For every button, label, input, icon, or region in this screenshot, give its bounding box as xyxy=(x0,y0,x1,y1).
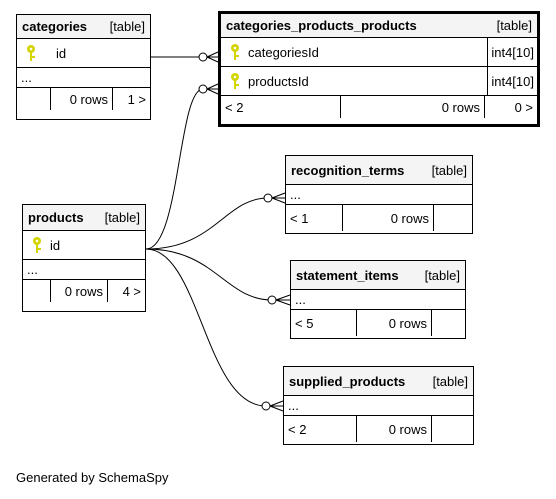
table-footer: < 5 0 rows xyxy=(291,310,465,336)
children-link[interactable]: 0 > xyxy=(514,99,533,115)
table-name[interactable]: products xyxy=(28,210,84,225)
table-footer: < 2 0 rows 0 > xyxy=(221,96,537,118)
row-count: 0 rows xyxy=(341,96,485,118)
edge-optional-marker xyxy=(263,193,273,203)
table-footer: < 1 0 rows xyxy=(286,205,472,231)
edge-crowfoot xyxy=(206,83,219,95)
more-columns: ... xyxy=(17,68,150,88)
table-kind: [table] xyxy=(104,210,140,225)
edge-optional-marker xyxy=(198,84,208,94)
children-link[interactable] xyxy=(432,310,465,336)
children-link[interactable]: 4 > xyxy=(122,283,141,299)
children-link[interactable] xyxy=(434,205,472,231)
more-columns: ... xyxy=(284,396,473,416)
table-kind: [table] xyxy=(109,19,145,34)
parents-link[interactable] xyxy=(17,88,51,110)
parents-link[interactable]: < 1 xyxy=(286,205,343,231)
parents-link[interactable] xyxy=(23,280,51,302)
edge-crowfoot xyxy=(275,294,291,306)
table-header: supplied_products [table] xyxy=(284,367,473,396)
table-name[interactable]: statement_items xyxy=(296,267,399,283)
more-columns: ... xyxy=(291,290,465,310)
key-icon xyxy=(28,235,46,255)
column-row[interactable]: id xyxy=(23,231,145,260)
key-icon xyxy=(22,43,40,63)
edge-products-to-recognition-terms xyxy=(145,197,269,250)
parents-link[interactable]: < 5 xyxy=(291,310,357,336)
table-header: recognition_terms [table] xyxy=(286,156,472,185)
more-columns: ... xyxy=(286,185,472,205)
table-kind: [table] xyxy=(424,267,460,283)
table-footer: < 2 0 rows xyxy=(284,416,473,442)
table-recognition-terms[interactable]: recognition_terms [table] ... < 1 0 rows xyxy=(285,155,473,234)
children-link[interactable]: 1 > xyxy=(127,91,146,107)
column-name: id xyxy=(50,237,61,253)
edge-optional-marker xyxy=(198,52,208,62)
edge-crowfoot xyxy=(269,400,284,412)
row-count: 0 rows xyxy=(357,416,432,442)
column-type: int4[10] xyxy=(487,67,537,95)
edge-optional-marker xyxy=(261,401,271,411)
key-icon xyxy=(226,71,244,91)
children-link[interactable] xyxy=(432,416,473,442)
column-name: id xyxy=(56,45,67,61)
table-name[interactable]: recognition_terms xyxy=(291,162,405,178)
more-columns: ... xyxy=(23,260,145,280)
column-name: productsId xyxy=(248,73,309,89)
table-footer: 0 rows 4 > xyxy=(23,280,145,302)
column-type: int4[10] xyxy=(487,38,537,66)
table-categories-products-products[interactable]: categories_products_products [table] cat… xyxy=(218,11,540,127)
table-footer: 0 rows 1 > xyxy=(17,88,150,110)
table-header: categories [table] xyxy=(17,15,150,39)
column-row[interactable]: productsId int4[10] xyxy=(221,67,537,96)
table-categories[interactable]: categories [table] id ... 0 rows 1 > xyxy=(16,14,151,120)
column-row[interactable]: categoriesId int4[10] xyxy=(221,38,537,67)
edge-crowfoot xyxy=(206,51,219,63)
table-name[interactable]: supplied_products xyxy=(289,373,406,389)
edge-products-to-statement-items xyxy=(145,248,273,301)
parents-link[interactable]: < 2 xyxy=(221,96,341,118)
table-header: products [table] xyxy=(23,205,145,231)
table-supplied-products[interactable]: supplied_products [table] ... < 2 0 rows xyxy=(283,366,474,445)
table-statement-items[interactable]: statement_items [table] ... < 5 0 rows xyxy=(290,260,466,339)
table-kind: [table] xyxy=(432,373,468,389)
table-header: categories_products_products [table] xyxy=(221,14,537,38)
table-name[interactable]: categories_products_products xyxy=(226,18,417,33)
table-kind: [table] xyxy=(496,18,532,33)
table-name[interactable]: categories xyxy=(22,19,88,34)
row-count: 0 rows xyxy=(343,205,434,231)
table-kind: [table] xyxy=(431,162,467,178)
row-count: 0 rows xyxy=(51,88,113,110)
generated-by-label: Generated by SchemaSpy xyxy=(16,470,169,485)
table-header: statement_items [table] xyxy=(291,261,465,290)
edge-crowfoot xyxy=(271,192,286,204)
column-row[interactable]: id xyxy=(17,39,150,68)
parents-link[interactable]: < 2 xyxy=(284,416,357,442)
row-count: 0 rows xyxy=(357,310,432,336)
table-products[interactable]: products [table] id ... 0 rows 4 > xyxy=(22,204,146,312)
row-count: 0 rows xyxy=(51,280,108,302)
key-icon xyxy=(226,42,244,62)
edge-optional-marker xyxy=(267,295,277,305)
column-name: categoriesId xyxy=(248,44,319,60)
edge-products-to-supplied-products xyxy=(145,248,267,407)
edge-products-to-join xyxy=(145,88,204,250)
